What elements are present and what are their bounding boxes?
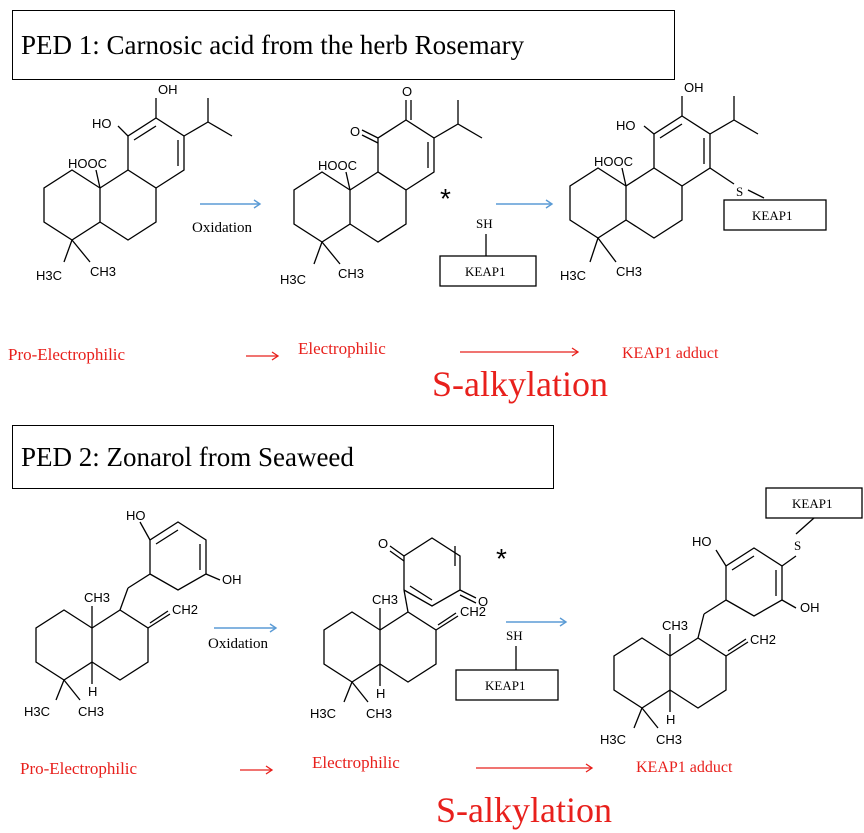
atom-o: O [402,84,412,99]
atom-ho: HO [692,534,712,549]
atom-hooc: HOOC [68,156,107,171]
ped2-quinone: O O * CH3 CH2 H H3C CH3 [310,536,507,721]
atom-ch3: CH3 [84,590,110,605]
ped1-keap-adduct: KEAP1 [752,208,792,223]
atom-ch3: CH3 [366,706,392,721]
atom-h: H [376,686,385,701]
atom-o: O [350,124,360,139]
atom-oh: OH [158,82,178,97]
atom-ch2: CH2 [460,604,486,619]
ped2-keap-reagent: KEAP1 [485,678,525,693]
ped2-stage-pro: Pro-Electrophilic [20,759,138,778]
ped1-stage-electro: Electrophilic [298,339,386,358]
atom-ho: HO [126,508,146,523]
ped1-stage-pro: Pro-Electrophilic [8,345,126,364]
atom-ch3: CH3 [616,264,642,279]
atom-hooc: HOOC [594,154,633,169]
atom-ho: HO [92,116,112,131]
ped1-adduct: OH HO HOOC S H3C CH3 [560,80,765,283]
ped1-keap-reagent: KEAP1 [465,264,505,279]
atom-oh: OH [222,572,242,587]
ped2-oxidation-label: Oxidation [208,636,268,652]
ped1-carnosic-acid: OH HO HOOC H3C CH3 [36,82,233,283]
atom-h3c: H3C [24,704,50,719]
ped2-adduct: HO S OH CH3 CH2 H H3C CH3 [600,517,820,747]
atom-h3c: H3C [560,268,586,283]
atom-o: O [478,594,488,609]
atom-ho: HO [616,118,636,133]
atom-h3c: H3C [280,272,306,287]
ped2-stage-adduct: KEAP1 adduct [636,759,733,776]
ped2-title: PED 2: Zonarol from Seaweed [12,425,554,489]
atom-o: O [378,536,388,551]
atom-h3c: H3C [36,268,62,283]
atom-ch3: CH3 [372,592,398,607]
ped2-stage-electro: Electrophilic [312,753,400,772]
atom-h3c: H3C [600,732,626,747]
atom-ch2: CH2 [172,602,198,617]
atom-h: H [88,684,97,699]
ped2-s-label: S [794,538,801,553]
ped1-sh: SH [476,216,493,231]
atom-ch3: CH3 [90,264,116,279]
ped1-title: PED 1: Carnosic acid from the herb Rosem… [12,10,675,80]
ped1-stage-adduct: KEAP1 adduct [622,345,719,362]
atom-h3c: H3C [310,706,336,721]
ped2-keap-adduct: KEAP1 [792,496,832,511]
atom-ch2: CH2 [750,632,776,647]
atom-oh: OH [684,80,704,95]
ped2-zonarol: HO OH CH3 CH2 H H3C CH3 [24,508,242,719]
ped1-s-alkylation: S-alkylation [432,364,608,404]
ped1-s-label: S [736,184,743,199]
atom-ch3: CH3 [338,266,364,281]
atom-ch3: CH3 [656,732,682,747]
ped1-oxidation-label: Oxidation [192,220,252,236]
atom-hooc: HOOC [318,158,357,173]
ped2-s-alkylation: S-alkylation [436,790,612,830]
atom-ch3: CH3 [78,704,104,719]
atom-h: H [666,712,675,727]
asterisk: * [440,183,451,214]
ped1-quinone: O O HOOC H3C CH3 * [280,84,483,287]
atom-oh: OH [800,600,820,615]
asterisk: * [496,543,507,574]
ped2-sh: SH [506,628,523,643]
atom-ch3: CH3 [662,618,688,633]
